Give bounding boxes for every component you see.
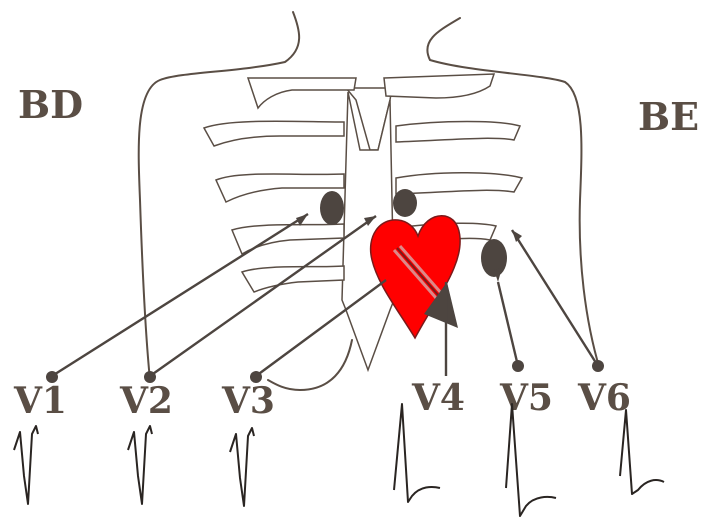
ecg-trace-v1 [14, 426, 38, 504]
ribs-left [384, 74, 522, 244]
electrode-dot-v5 [512, 360, 524, 372]
ribs-right [204, 78, 356, 292]
electrode-pad-v1 [320, 191, 344, 225]
side-label-bd: BD [18, 82, 83, 127]
lead-label-v2: V2 [119, 380, 173, 422]
lead-label-v5: V5 [499, 377, 553, 419]
electrode-pad-v5 [481, 239, 507, 277]
ecg-waveforms [14, 404, 664, 516]
wire-v5 [498, 282, 518, 366]
side-label-be: BE [638, 94, 699, 139]
lead-label-v1: V1 [13, 380, 67, 422]
ecg-trace-v6 [620, 410, 664, 494]
ecg-trace-v5 [506, 404, 556, 516]
electrode-pad-v2 [393, 189, 417, 217]
wire-v1 [52, 214, 308, 376]
electrode-dot-v6 [592, 360, 604, 372]
lead-label-v6: V6 [577, 377, 631, 419]
lead-label-v4: V4 [411, 377, 465, 419]
lead-label-v3: V3 [221, 380, 275, 422]
ecg-trace-v3 [230, 428, 254, 506]
ecg-trace-v2 [128, 426, 152, 504]
